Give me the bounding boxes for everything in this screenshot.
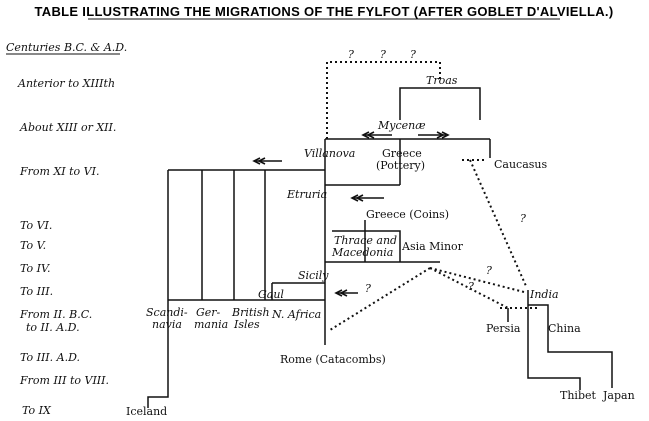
uncertain-mark: ?: [468, 280, 474, 293]
place-greece-pottery: (Pottery): [376, 159, 425, 172]
diagram-title: TABLE ILLUSTRATING THE MIGRATIONS OF THE…: [35, 4, 614, 19]
place-british-isles: Isles: [233, 318, 260, 331]
period-label: To III.: [20, 285, 53, 298]
uncertain-mark: ?: [348, 48, 354, 61]
place-asia-minor: Asia Minor: [401, 240, 464, 253]
place-germania: mania: [194, 318, 228, 331]
place-troas: Troas: [426, 74, 458, 87]
place-scandinavia: navia: [152, 318, 182, 331]
place-mycenae: Mycenæ: [377, 119, 426, 132]
arrow-mycenae-left: [361, 131, 392, 139]
period-label: To IX: [22, 404, 52, 417]
arrow-mycenae-right: [418, 131, 450, 139]
uncertain-marks: ? ? ? ? ? ? ?: [348, 48, 526, 295]
periods-header: Centuries B.C. & A.D.: [6, 41, 127, 54]
period-label: Anterior to XIIIth: [17, 77, 115, 90]
direction-arrows: [252, 131, 450, 297]
period-label: From XI to VI.: [19, 165, 99, 178]
arrow-africa-left: [334, 289, 358, 297]
place-greece-coins: Greece (Coins): [366, 208, 449, 221]
period-label: To III. A.D.: [20, 351, 80, 364]
period-label: From III to VIII.: [19, 374, 109, 387]
uncertain-mark: ?: [520, 212, 526, 225]
place-scandinavia: Scandi-: [146, 306, 188, 319]
solid-links: [147, 87, 613, 408]
arrow-greece-left: [350, 194, 384, 202]
place-persia: Persia: [486, 322, 521, 335]
period-label: To IV.: [20, 262, 50, 275]
place-caucasus: Caucasus: [494, 158, 548, 171]
uncertain-mark: ?: [380, 48, 386, 61]
place-thrace: Thrace and: [334, 234, 397, 247]
place-germania: Ger-: [196, 306, 221, 319]
place-greece-pottery: Greece: [382, 147, 422, 160]
period-label: to II. A.D.: [26, 321, 80, 334]
uncertain-mark: ?: [365, 282, 371, 295]
place-etruria: Etruria: [286, 188, 327, 201]
place-japan: Japan: [602, 389, 635, 402]
place-north-africa: N. Africa: [271, 308, 321, 321]
place-british-isles: British: [231, 306, 270, 319]
dotted-links: [326, 61, 540, 331]
place-china: China: [548, 322, 581, 335]
period-label: To V.: [20, 239, 46, 252]
place-labels: Troas Mycenæ Villanova Greece (Pottery) …: [126, 74, 635, 418]
period-label: From II. B.C.: [19, 308, 92, 321]
place-thrace: Macedonia: [331, 246, 393, 259]
uncertain-mark: ?: [410, 48, 416, 61]
place-villanova: Villanova: [304, 147, 355, 160]
place-gaul: Gaul: [258, 288, 284, 301]
place-rome: Rome (Catacombs): [280, 353, 386, 366]
place-sicily: Sicily: [298, 269, 329, 282]
place-india: India: [529, 288, 559, 301]
period-column: Centuries B.C. & A.D. Anterior to XIIIth…: [6, 41, 127, 417]
arrow-villanova-left: [252, 157, 282, 165]
place-thibet: Thibet: [560, 389, 596, 402]
period-label: About XIII or XII.: [19, 121, 116, 134]
place-iceland: Iceland: [126, 405, 167, 418]
uncertain-mark: ?: [486, 264, 492, 277]
period-label: To VI.: [20, 219, 52, 232]
